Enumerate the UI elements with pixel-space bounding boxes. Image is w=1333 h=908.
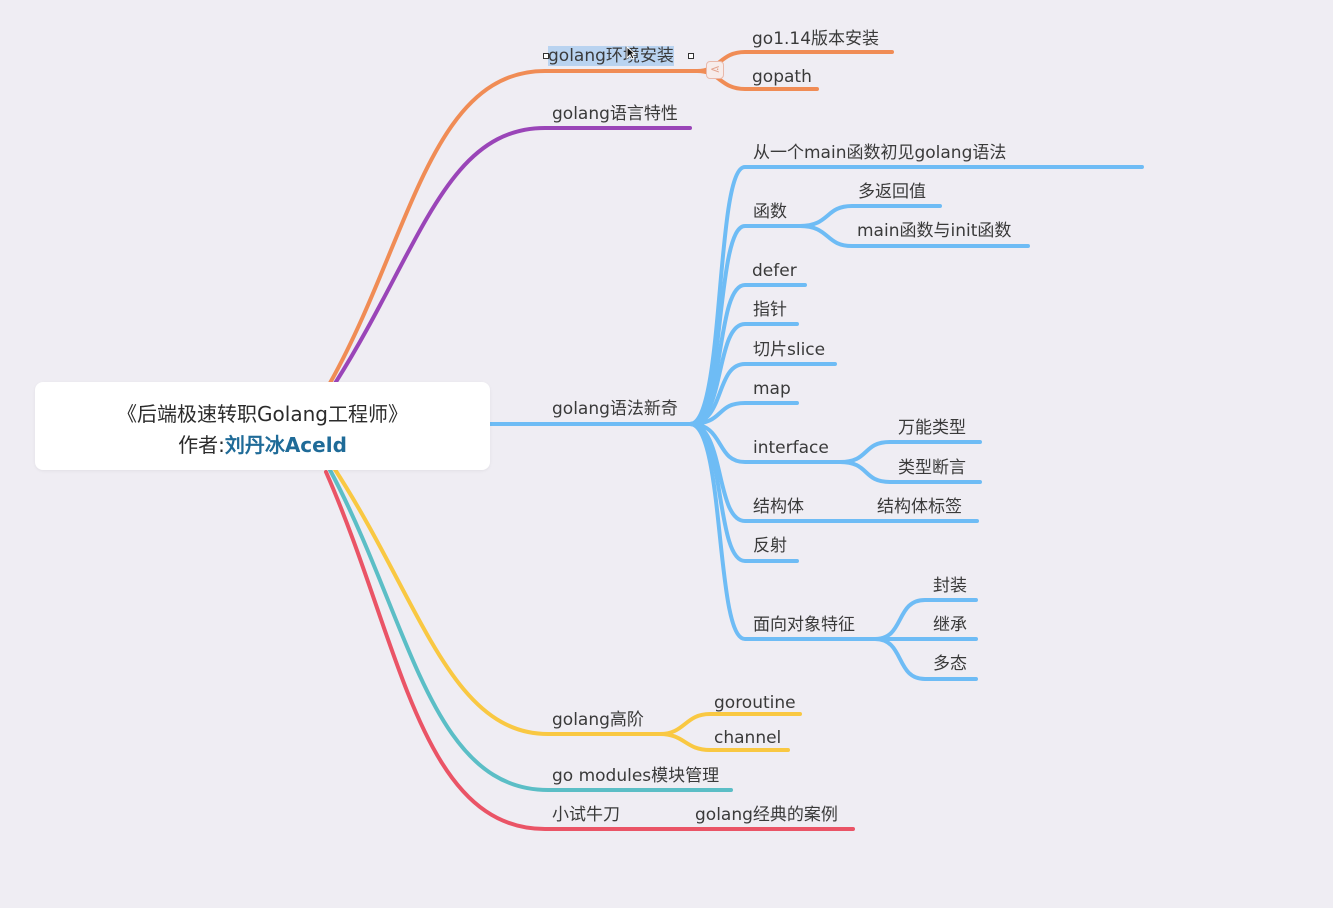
author-name: 刘丹冰Aceld — [224, 433, 347, 457]
topic-slice[interactable]: 切片slice — [753, 340, 826, 360]
topic-encapsulation[interactable]: 封装 — [933, 576, 967, 596]
selection-handle-right[interactable] — [688, 53, 694, 59]
connector-main-init — [798, 224, 1030, 248]
topic-go114-install[interactable]: go1.14版本安装 — [752, 29, 880, 49]
topic-oop[interactable]: 面向对象特征 — [753, 615, 855, 635]
connector-oop — [688, 422, 877, 641]
topic-channel[interactable]: channel — [714, 728, 782, 748]
topic-go-modules[interactable]: go modules模块管理 — [552, 766, 720, 786]
topic-advanced[interactable]: golang高阶 — [552, 710, 644, 730]
topic-struct-tag[interactable]: 结构体标签 — [877, 497, 962, 517]
connector-features — [332, 126, 692, 387]
topic-inheritance[interactable]: 继承 — [933, 615, 967, 635]
connector-polymorphism — [873, 637, 978, 681]
connector-env — [328, 69, 699, 385]
connector-advanced — [332, 466, 662, 736]
root-topic[interactable]: 《后端极速转职Golang工程师》 作者:刘丹冰Aceld — [35, 382, 490, 470]
topic-syntax[interactable]: golang语法新奇 — [552, 399, 678, 419]
connector-map — [688, 401, 799, 426]
selection-handle-left[interactable] — [543, 53, 549, 59]
topic-multi-return[interactable]: 多返回值 — [858, 182, 926, 202]
topic-language-features[interactable]: golang语言特性 — [552, 104, 678, 124]
connector-modules — [328, 468, 733, 792]
topic-practice[interactable]: 小试牛刀 — [552, 805, 620, 825]
connector-channel — [658, 732, 790, 752]
topic-main-init[interactable]: main函数与init函数 — [857, 221, 1012, 241]
collapse-toggle-icon[interactable]: ⋖ — [706, 61, 724, 79]
topic-universal-type[interactable]: 万能类型 — [898, 418, 966, 438]
topic-reflection[interactable]: 反射 — [753, 536, 787, 556]
root-author-line: 作者:刘丹冰Aceld — [35, 429, 490, 458]
topic-map[interactable]: map — [753, 379, 791, 399]
author-prefix: 作者: — [178, 433, 225, 457]
topic-functions[interactable]: 函数 — [753, 202, 787, 222]
topic-classic-case[interactable]: golang经典的案例 — [695, 805, 838, 825]
topic-struct[interactable]: 结构体 — [753, 497, 804, 517]
topic-interface[interactable]: interface — [753, 438, 829, 458]
topic-main-intro[interactable]: 从一个main函数初见golang语法 — [753, 143, 1007, 163]
topic-type-assertion[interactable]: 类型断言 — [898, 458, 966, 478]
mouse-cursor-icon — [626, 46, 636, 60]
topic-polymorphism[interactable]: 多态 — [933, 654, 967, 674]
topic-gopath[interactable]: gopath — [752, 67, 812, 87]
connector-type-assertion — [838, 460, 982, 484]
connector-gopath — [695, 69, 819, 91]
topic-defer[interactable]: defer — [752, 261, 797, 281]
root-title: 《后端极速转职Golang工程师》 — [117, 402, 408, 426]
topic-goroutine[interactable]: goroutine — [714, 693, 796, 713]
topic-env-install[interactable]: golang环境安装 — [548, 46, 674, 66]
connector-practice — [324, 470, 855, 831]
topic-pointer[interactable]: 指针 — [753, 300, 787, 320]
